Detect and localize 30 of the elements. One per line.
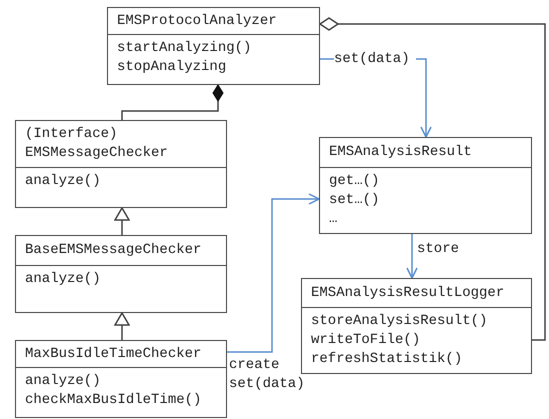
aggregation-connector <box>319 17 546 341</box>
class-name: EMSProtocolAnalyzer <box>117 12 278 30</box>
method-name: analyze() <box>25 270 102 289</box>
class-box <box>15 340 227 418</box>
method-name: storeAnalysisResult() <box>311 312 488 331</box>
method-name: writeToFile() <box>311 331 422 350</box>
class-box <box>15 120 227 208</box>
class-box <box>301 278 532 374</box>
method-name: refreshStatistik() <box>311 350 464 369</box>
method-name: get…() <box>329 172 380 191</box>
composition-connector <box>121 84 224 120</box>
arrow <box>227 193 320 353</box>
method-name: analyze() <box>25 172 102 191</box>
class-box <box>107 7 320 85</box>
class-box <box>15 235 227 313</box>
arrow <box>406 234 418 279</box>
method-name: startAnalyzing() <box>117 39 252 58</box>
class-box <box>319 137 532 234</box>
method-name: analyze() <box>25 372 102 391</box>
inheritance-arrow <box>114 207 130 235</box>
class-name: BaseEMSMessageChecker <box>25 241 202 260</box>
method-name: … <box>329 210 338 229</box>
class-name: MaxBusIdleTimeChecker <box>25 344 202 364</box>
class-name: EMSAnalysisResultLogger <box>311 284 506 302</box>
class-name: (Interface) EMSMessageChecker <box>25 125 169 163</box>
method-name: set…() <box>329 191 380 210</box>
class-name: EMSAnalysisResult <box>329 143 473 162</box>
method-name: stopAnalyzing <box>117 58 228 77</box>
method-name: checkMaxBusIdleTime() <box>25 391 202 410</box>
inheritance-arrow <box>114 312 130 340</box>
